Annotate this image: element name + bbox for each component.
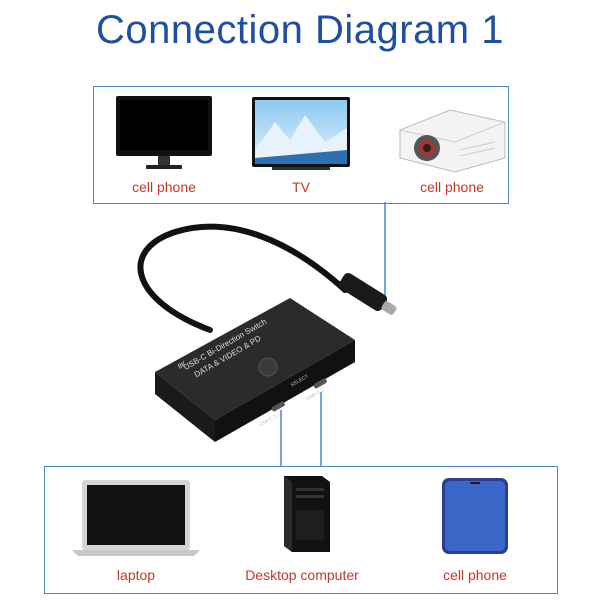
usb-cable bbox=[137, 223, 397, 333]
top-device-label-1: cell phone bbox=[132, 179, 196, 195]
smartphone-icon bbox=[442, 478, 508, 554]
bottom-device-label-3: cell phone bbox=[443, 567, 507, 583]
desktop-tower-icon bbox=[284, 476, 330, 552]
top-device-label-2: TV bbox=[292, 179, 310, 195]
usb-switch-body bbox=[155, 298, 355, 442]
tv-icon bbox=[252, 97, 350, 170]
bottom-device-label-1: laptop bbox=[116, 567, 156, 583]
projector-icon bbox=[399, 109, 506, 173]
diagram-title: Connection Diagram 1 bbox=[96, 8, 504, 52]
laptop-icon bbox=[72, 480, 200, 556]
bottom-device-label-2: Desktop computer bbox=[245, 567, 359, 583]
monitor-icon bbox=[116, 96, 212, 169]
top-device-label-3: cell phone bbox=[420, 179, 484, 195]
